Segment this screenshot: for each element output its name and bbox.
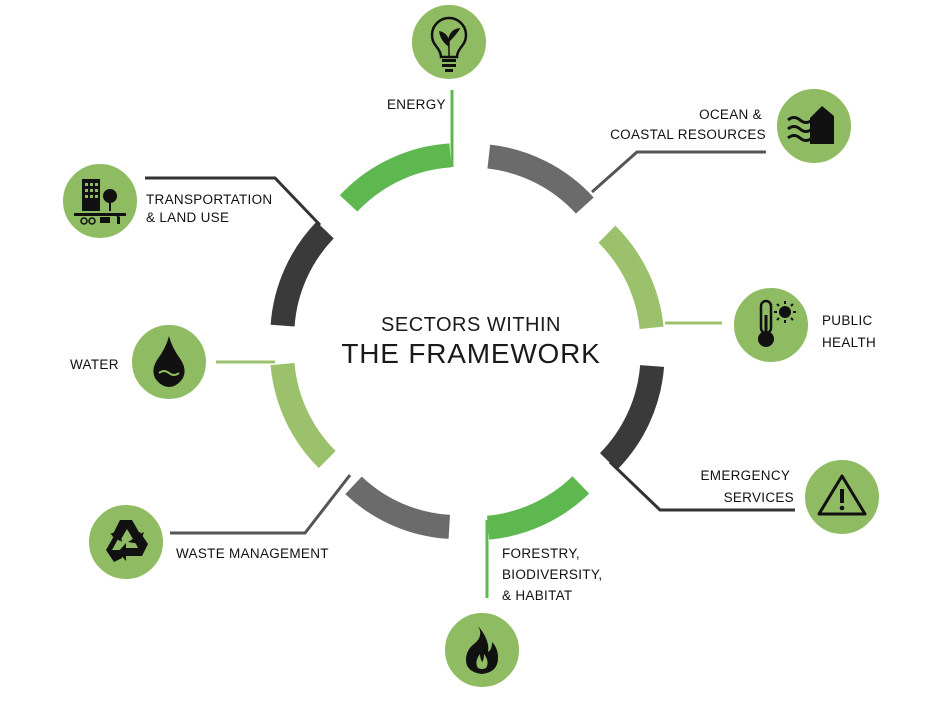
label-emergency: EMERGENCY SERVICES [700, 468, 794, 505]
label-water: WATER [70, 357, 119, 372]
fire-icon [466, 626, 498, 674]
label-ocean: OCEAN & COASTAL RESOURCES [610, 107, 766, 142]
arc-emergency [599, 364, 665, 470]
arc-health [598, 225, 664, 330]
label-energy: ENERGY [387, 97, 446, 112]
arc-transport [270, 221, 334, 327]
connector-emergency [608, 460, 795, 512]
connector-waste [170, 474, 352, 535]
arc-water [270, 362, 336, 469]
sector-transport[interactable]: TRANSPORTATION & LAND USE [61, 162, 277, 240]
sector-forestry[interactable]: FORESTRY, BIODIVERSITY, & HABITAT [443, 546, 607, 689]
recycle-icon [106, 520, 148, 562]
connector-transport [145, 176, 322, 227]
sector-emergency[interactable]: EMERGENCY SERVICES [700, 458, 881, 536]
coast-icon [787, 106, 834, 144]
label-health: PUBLIC HEALTH [822, 313, 877, 350]
sector-ocean[interactable]: OCEAN & COASTAL RESOURCES [610, 87, 853, 165]
connector-ocean [591, 150, 766, 194]
arc-ocean [487, 144, 594, 214]
lightbulb-icon [430, 16, 468, 72]
warning-icon [817, 474, 867, 516]
arc-forestry [486, 476, 590, 540]
thermometer-icon [758, 299, 796, 347]
sector-health[interactable]: PUBLIC HEALTH [732, 286, 877, 364]
sector-energy[interactable]: ENERGY [387, 3, 488, 112]
sector-water[interactable]: WATER [70, 323, 208, 401]
ring [270, 143, 665, 540]
label-transport: TRANSPORTATION & LAND USE [146, 192, 277, 225]
waste-icon-circle [87, 503, 165, 581]
label-forestry: FORESTRY, BIODIVERSITY, & HABITAT [502, 546, 607, 603]
title-line1: SECTORS WITHIN [381, 314, 561, 336]
sector-waste[interactable]: WASTE MANAGEMENT [87, 503, 329, 581]
water-drop-icon [153, 336, 185, 387]
connectors [145, 90, 795, 598]
arc-waste [345, 476, 451, 539]
arc-energy [339, 143, 452, 212]
label-waste: WASTE MANAGEMENT [176, 546, 329, 561]
city-icon [74, 179, 126, 225]
title-line2: THE FRAMEWORK [341, 338, 600, 369]
